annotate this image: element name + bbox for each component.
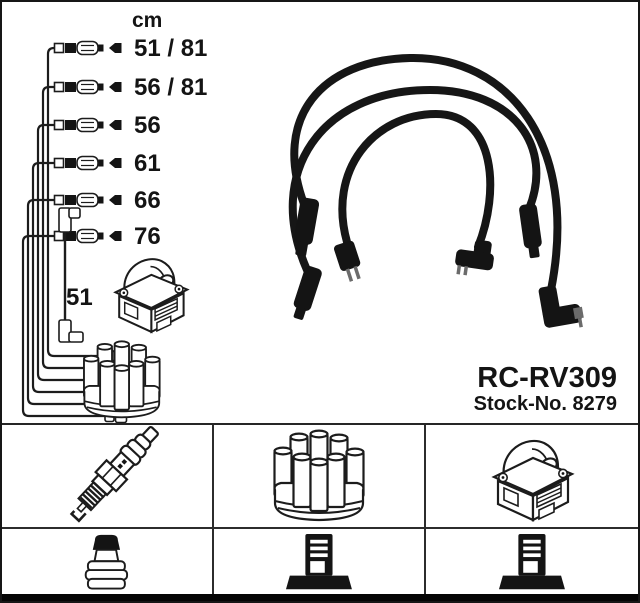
spark-plug-boot-icon	[84, 533, 129, 590]
ignition-coil-icon	[492, 439, 574, 522]
coil-wire-length-label: 51	[66, 284, 93, 311]
legend-cell-ignition-coil	[426, 425, 638, 529]
wire-end-icon	[53, 192, 123, 208]
distributor-cap-icon	[83, 340, 161, 419]
coil-wire	[58, 207, 84, 343]
wire-end-icon	[53, 79, 123, 95]
spark-plug-icon	[62, 425, 166, 527]
legend-cell-coil-terminal	[426, 529, 638, 594]
measurement-label: 76	[134, 223, 161, 250]
legend-cell-distributor-cap	[214, 425, 426, 529]
parts-legend-table	[2, 423, 638, 601]
ignition-wire-set-photo	[288, 53, 584, 328]
measurement-label: 61	[134, 150, 161, 177]
distributor-cap-icon	[273, 429, 365, 522]
ignition-coil-icon	[114, 258, 189, 333]
measurement-label: 56	[134, 112, 161, 139]
coil-terminal-icon	[498, 533, 565, 589]
legend-cell-plug-boot	[2, 529, 214, 594]
wire-end-icon	[53, 40, 123, 56]
measurement-label: 66	[134, 187, 161, 214]
harness-routing-lines	[21, 46, 105, 418]
wire-end-icon	[53, 117, 123, 133]
unit-header: cm	[132, 9, 163, 32]
legend-cell-distributor-terminal	[214, 529, 426, 594]
legend-cell-spark-plug	[2, 425, 214, 529]
part-number: RC-RV309	[477, 362, 617, 394]
stock-number: Stock-No. 8279	[473, 393, 617, 415]
ignition-wire-diagram	[21, 40, 584, 423]
measurement-label: 56 / 81	[134, 74, 208, 101]
distributor-terminal-icon	[285, 533, 352, 589]
wire-end-icon	[53, 155, 123, 171]
measurement-label: 51 / 81	[134, 35, 208, 62]
